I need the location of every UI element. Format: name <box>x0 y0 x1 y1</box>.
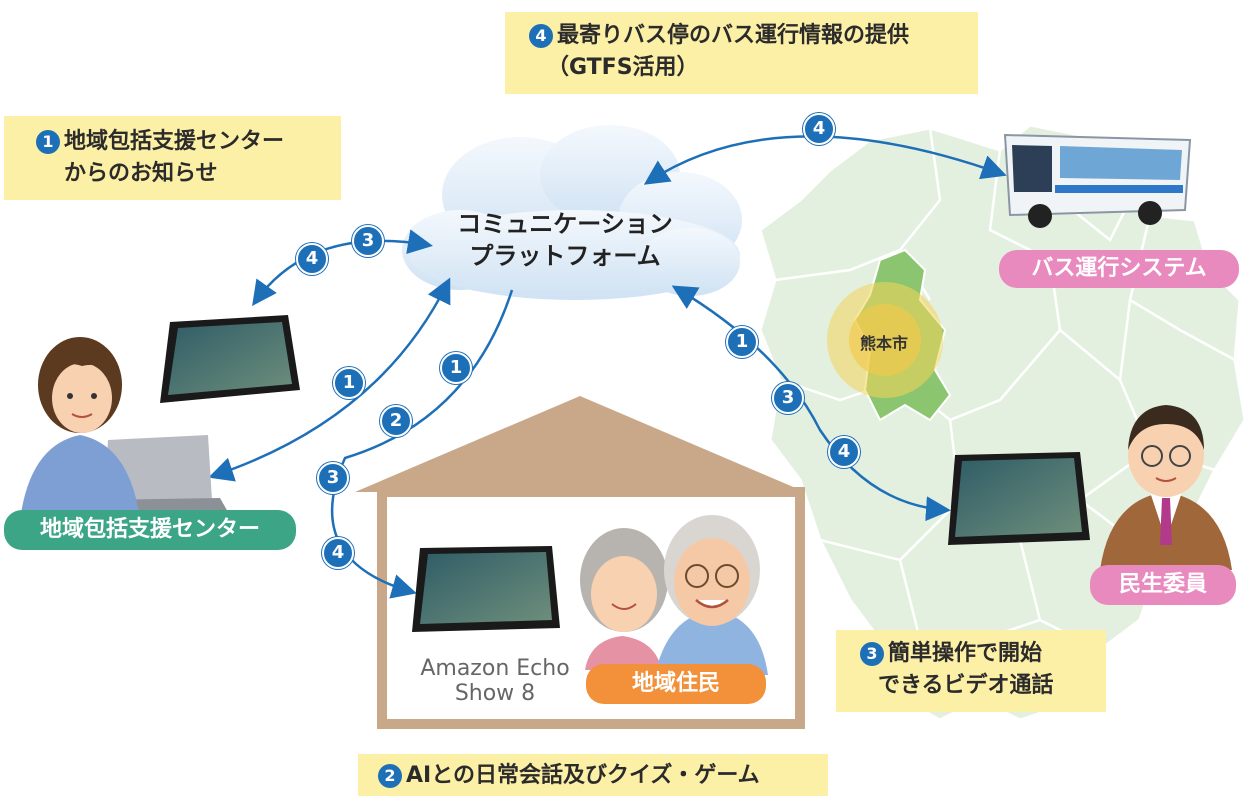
platform-title-line2: プラットフォーム <box>469 242 661 271</box>
badge-mid-2: 2 <box>380 405 412 437</box>
cloud-shape <box>402 125 742 300</box>
callout-video-call-line2: できるビデオ通話 <box>878 672 1054 698</box>
callout-center-notice-line2: からのお知らせ <box>64 160 218 186</box>
device-label-line1: Amazon Echo <box>420 656 570 681</box>
callout-bus-info-line2: （GTFS活用） <box>547 54 699 80</box>
badge-mid-1: 1 <box>440 352 472 384</box>
bus-wheel-front <box>1028 204 1052 228</box>
echo-device-home <box>412 546 560 632</box>
bus-window <box>1012 145 1052 192</box>
label-support-center: 地域包括支援センター <box>4 510 296 550</box>
number-badge: 3 <box>860 642 884 666</box>
arrow-cloud-commissioner <box>671 285 951 522</box>
support-staff-person <box>20 337 140 520</box>
bus-wheel-rear <box>1138 201 1162 225</box>
device-label-line2: Show 8 <box>454 681 536 707</box>
badge-top-4: 4 <box>296 243 328 275</box>
badge-right-1: 1 <box>726 326 758 358</box>
elderly-man <box>655 515 768 675</box>
number-badge: 1 <box>36 130 60 154</box>
platform-title-line1: コミュニケーション <box>457 210 673 238</box>
label-bus-system: バス運行システム <box>999 250 1239 288</box>
elderly-woman <box>580 528 668 670</box>
badge-top-3: 3 <box>352 225 384 257</box>
commissioner-person <box>1100 405 1232 570</box>
device-label: Amazon Echo Show 8 <box>400 656 590 707</box>
echo-device-commissioner <box>948 452 1090 545</box>
arrow-bus-cloud <box>643 135 1007 185</box>
arrow-cloud-center <box>208 277 451 482</box>
badge-right-3: 3 <box>772 382 804 414</box>
bus-side-windows <box>1060 146 1182 180</box>
badge-bus-arrow: 4 <box>803 113 835 145</box>
echo-device-center <box>160 315 300 403</box>
badge-left-3: 3 <box>317 462 349 494</box>
number-badge: 4 <box>529 24 553 48</box>
platform-title: コミュニケーション プラットフォーム <box>445 208 685 273</box>
label-residents: 地域住民 <box>586 664 766 704</box>
badge-left-1: 1 <box>333 367 365 399</box>
arrow-cloud-home <box>330 289 514 599</box>
badge-right-4: 4 <box>828 436 860 468</box>
badge-left-4: 4 <box>322 537 354 569</box>
bus-stripe <box>1055 185 1183 193</box>
label-welfare-commissioner: 民生委員 <box>1090 565 1236 605</box>
number-badge: 2 <box>378 764 402 788</box>
